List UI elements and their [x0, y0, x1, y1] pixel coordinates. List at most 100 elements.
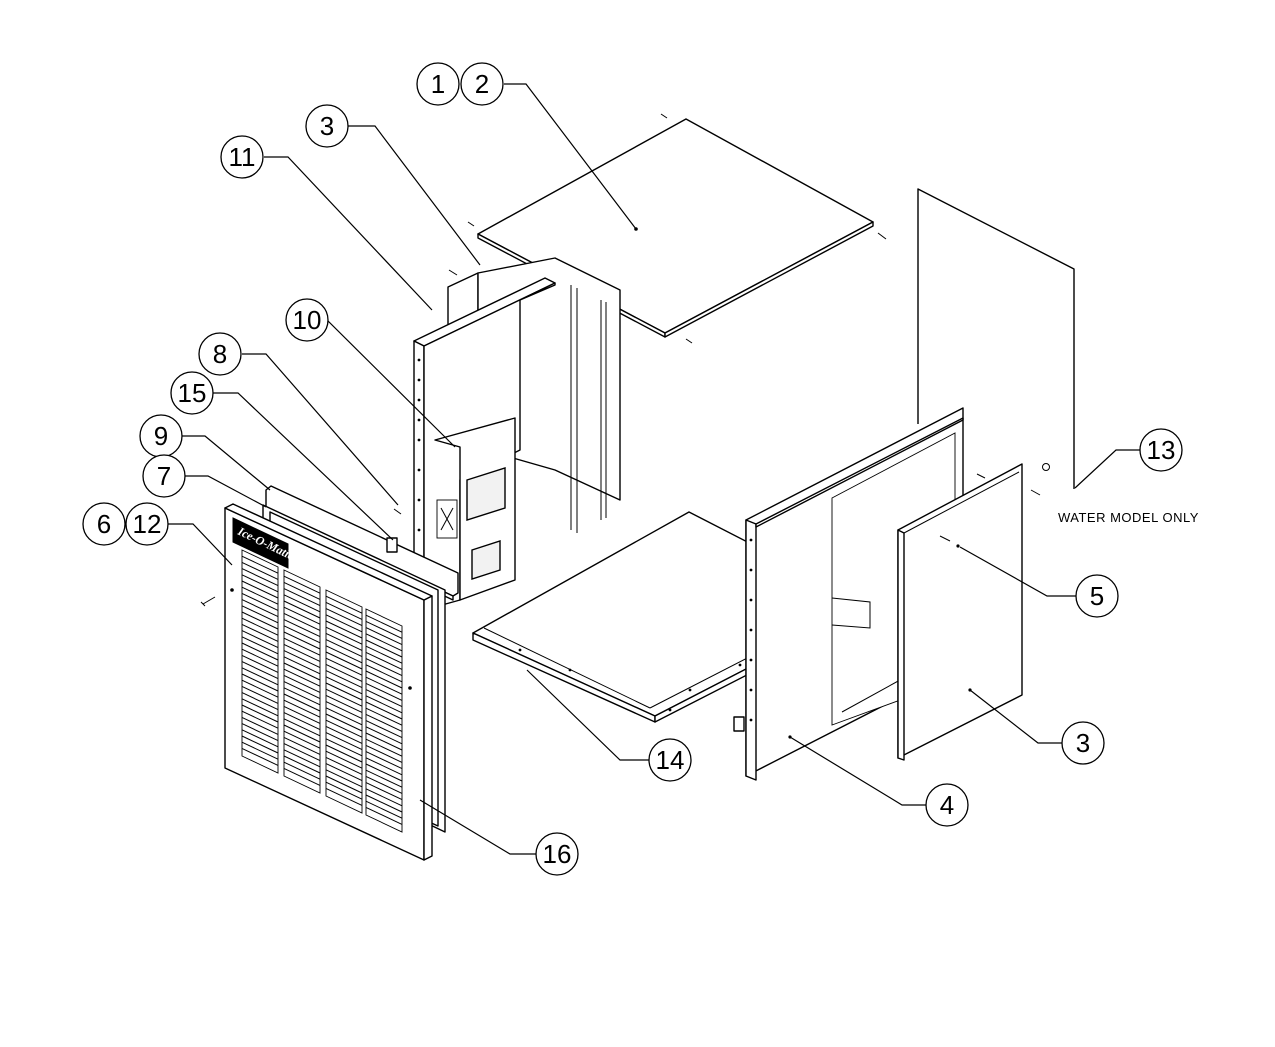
louver-slat: [325, 775, 363, 794]
louver-slat: [365, 695, 403, 714]
louver-slat: [241, 611, 279, 630]
louver-slat: [325, 663, 363, 682]
louver-slat: [325, 732, 363, 751]
svg-text:4: 4: [940, 790, 954, 820]
louver-slat: [365, 788, 403, 807]
cabinet-frame: [413, 257, 621, 611]
svg-text:2: 2: [475, 69, 489, 99]
right-side-panel: [897, 463, 1050, 761]
louver-slat: [325, 694, 363, 713]
louver-slat: [325, 626, 363, 645]
louver-slat: [365, 707, 403, 726]
louver-slat: [241, 568, 279, 587]
callout-12: 12: [125, 502, 169, 546]
louver-slat: [283, 761, 321, 780]
louver-slat: [365, 682, 403, 701]
louver-slat: [325, 614, 363, 633]
callout-13: 13: [1139, 428, 1183, 472]
louver-slat: [365, 738, 403, 757]
leader-lines: [168, 83, 1141, 855]
louver-slat: [283, 581, 321, 600]
callout-7: 7: [142, 454, 186, 498]
louver-slat: [325, 632, 363, 651]
louver-slat: [325, 763, 363, 782]
svg-text:8: 8: [213, 339, 227, 369]
louver-slat: [241, 661, 279, 680]
svg-text:1: 1: [431, 69, 445, 99]
callout-3-rear: 3: [305, 104, 349, 148]
louver-slat: [365, 614, 403, 633]
louver-slat: [325, 725, 363, 744]
callout-10: 10: [285, 298, 329, 342]
callout-6: 6: [82, 502, 126, 546]
louver-slat: [365, 658, 403, 677]
louver-slat: [283, 637, 321, 656]
louver-slat: [365, 664, 403, 683]
louver-slat: [365, 744, 403, 763]
callout-3-side: 3: [1061, 721, 1105, 765]
louver-slat: [365, 651, 403, 670]
louver-slat: [241, 698, 279, 717]
louver-slat: [365, 676, 403, 695]
louver-slat: [241, 592, 279, 611]
louver-slat: [241, 586, 279, 605]
louver-slat: [283, 612, 321, 631]
louver-slat: [283, 693, 321, 712]
louver-slat: [241, 667, 279, 686]
louver-slat: [325, 701, 363, 720]
callout-8: 8: [198, 332, 242, 376]
louver-slat: [283, 594, 321, 613]
louver-slat: [241, 642, 279, 661]
louver-slat: [283, 606, 321, 625]
louver-slat: [283, 588, 321, 607]
louver-slat: [365, 775, 403, 794]
louver-slat: [283, 631, 321, 650]
louver-slat: [325, 769, 363, 788]
svg-text:6: 6: [97, 509, 111, 539]
louver-slat: [241, 716, 279, 735]
louver-slat: [241, 630, 279, 649]
callout-1: 1: [416, 62, 460, 106]
louver-slat: [241, 648, 279, 667]
louver-slat: [365, 639, 403, 658]
svg-text:9: 9: [154, 421, 168, 451]
louver-slat: [241, 623, 279, 642]
svg-text:5: 5: [1090, 581, 1104, 611]
louver-slat: [241, 685, 279, 704]
louver-slat: [241, 692, 279, 711]
louver-slat: [241, 729, 279, 748]
louver-slat: [241, 605, 279, 624]
louver-slat: [241, 574, 279, 593]
louver-slat: [325, 657, 363, 676]
louver-slat: [283, 687, 321, 706]
louver-slat: [325, 750, 363, 769]
louver-slat: [241, 617, 279, 636]
louver-slat: [283, 743, 321, 762]
louver-slat: [283, 625, 321, 644]
louver-slat: [365, 800, 403, 819]
louver-slat: [365, 633, 403, 652]
louver-slat: [241, 747, 279, 766]
louver-slat: [325, 676, 363, 695]
louver-slat: [283, 730, 321, 749]
louver-slat: [325, 682, 363, 701]
callout-4: 4: [925, 783, 969, 827]
louver-slat: [283, 668, 321, 687]
louver-slat: [283, 643, 321, 662]
louver-slat: [365, 726, 403, 745]
svg-text:3: 3: [320, 111, 334, 141]
louver-slat: [283, 736, 321, 755]
louver-slat: [241, 673, 279, 692]
callout-16: 16: [535, 832, 579, 876]
louver-slat: [283, 705, 321, 724]
louver-slat: [241, 741, 279, 760]
louver-slat: [283, 656, 321, 675]
louver-slat: [365, 782, 403, 801]
louver-slat: [365, 670, 403, 689]
louver-slat: [283, 755, 321, 774]
louver-slat: [325, 670, 363, 689]
louver-slat: [241, 679, 279, 698]
louver-slat: [365, 689, 403, 708]
louver-slat: [283, 699, 321, 718]
louver-slat: [325, 608, 363, 627]
